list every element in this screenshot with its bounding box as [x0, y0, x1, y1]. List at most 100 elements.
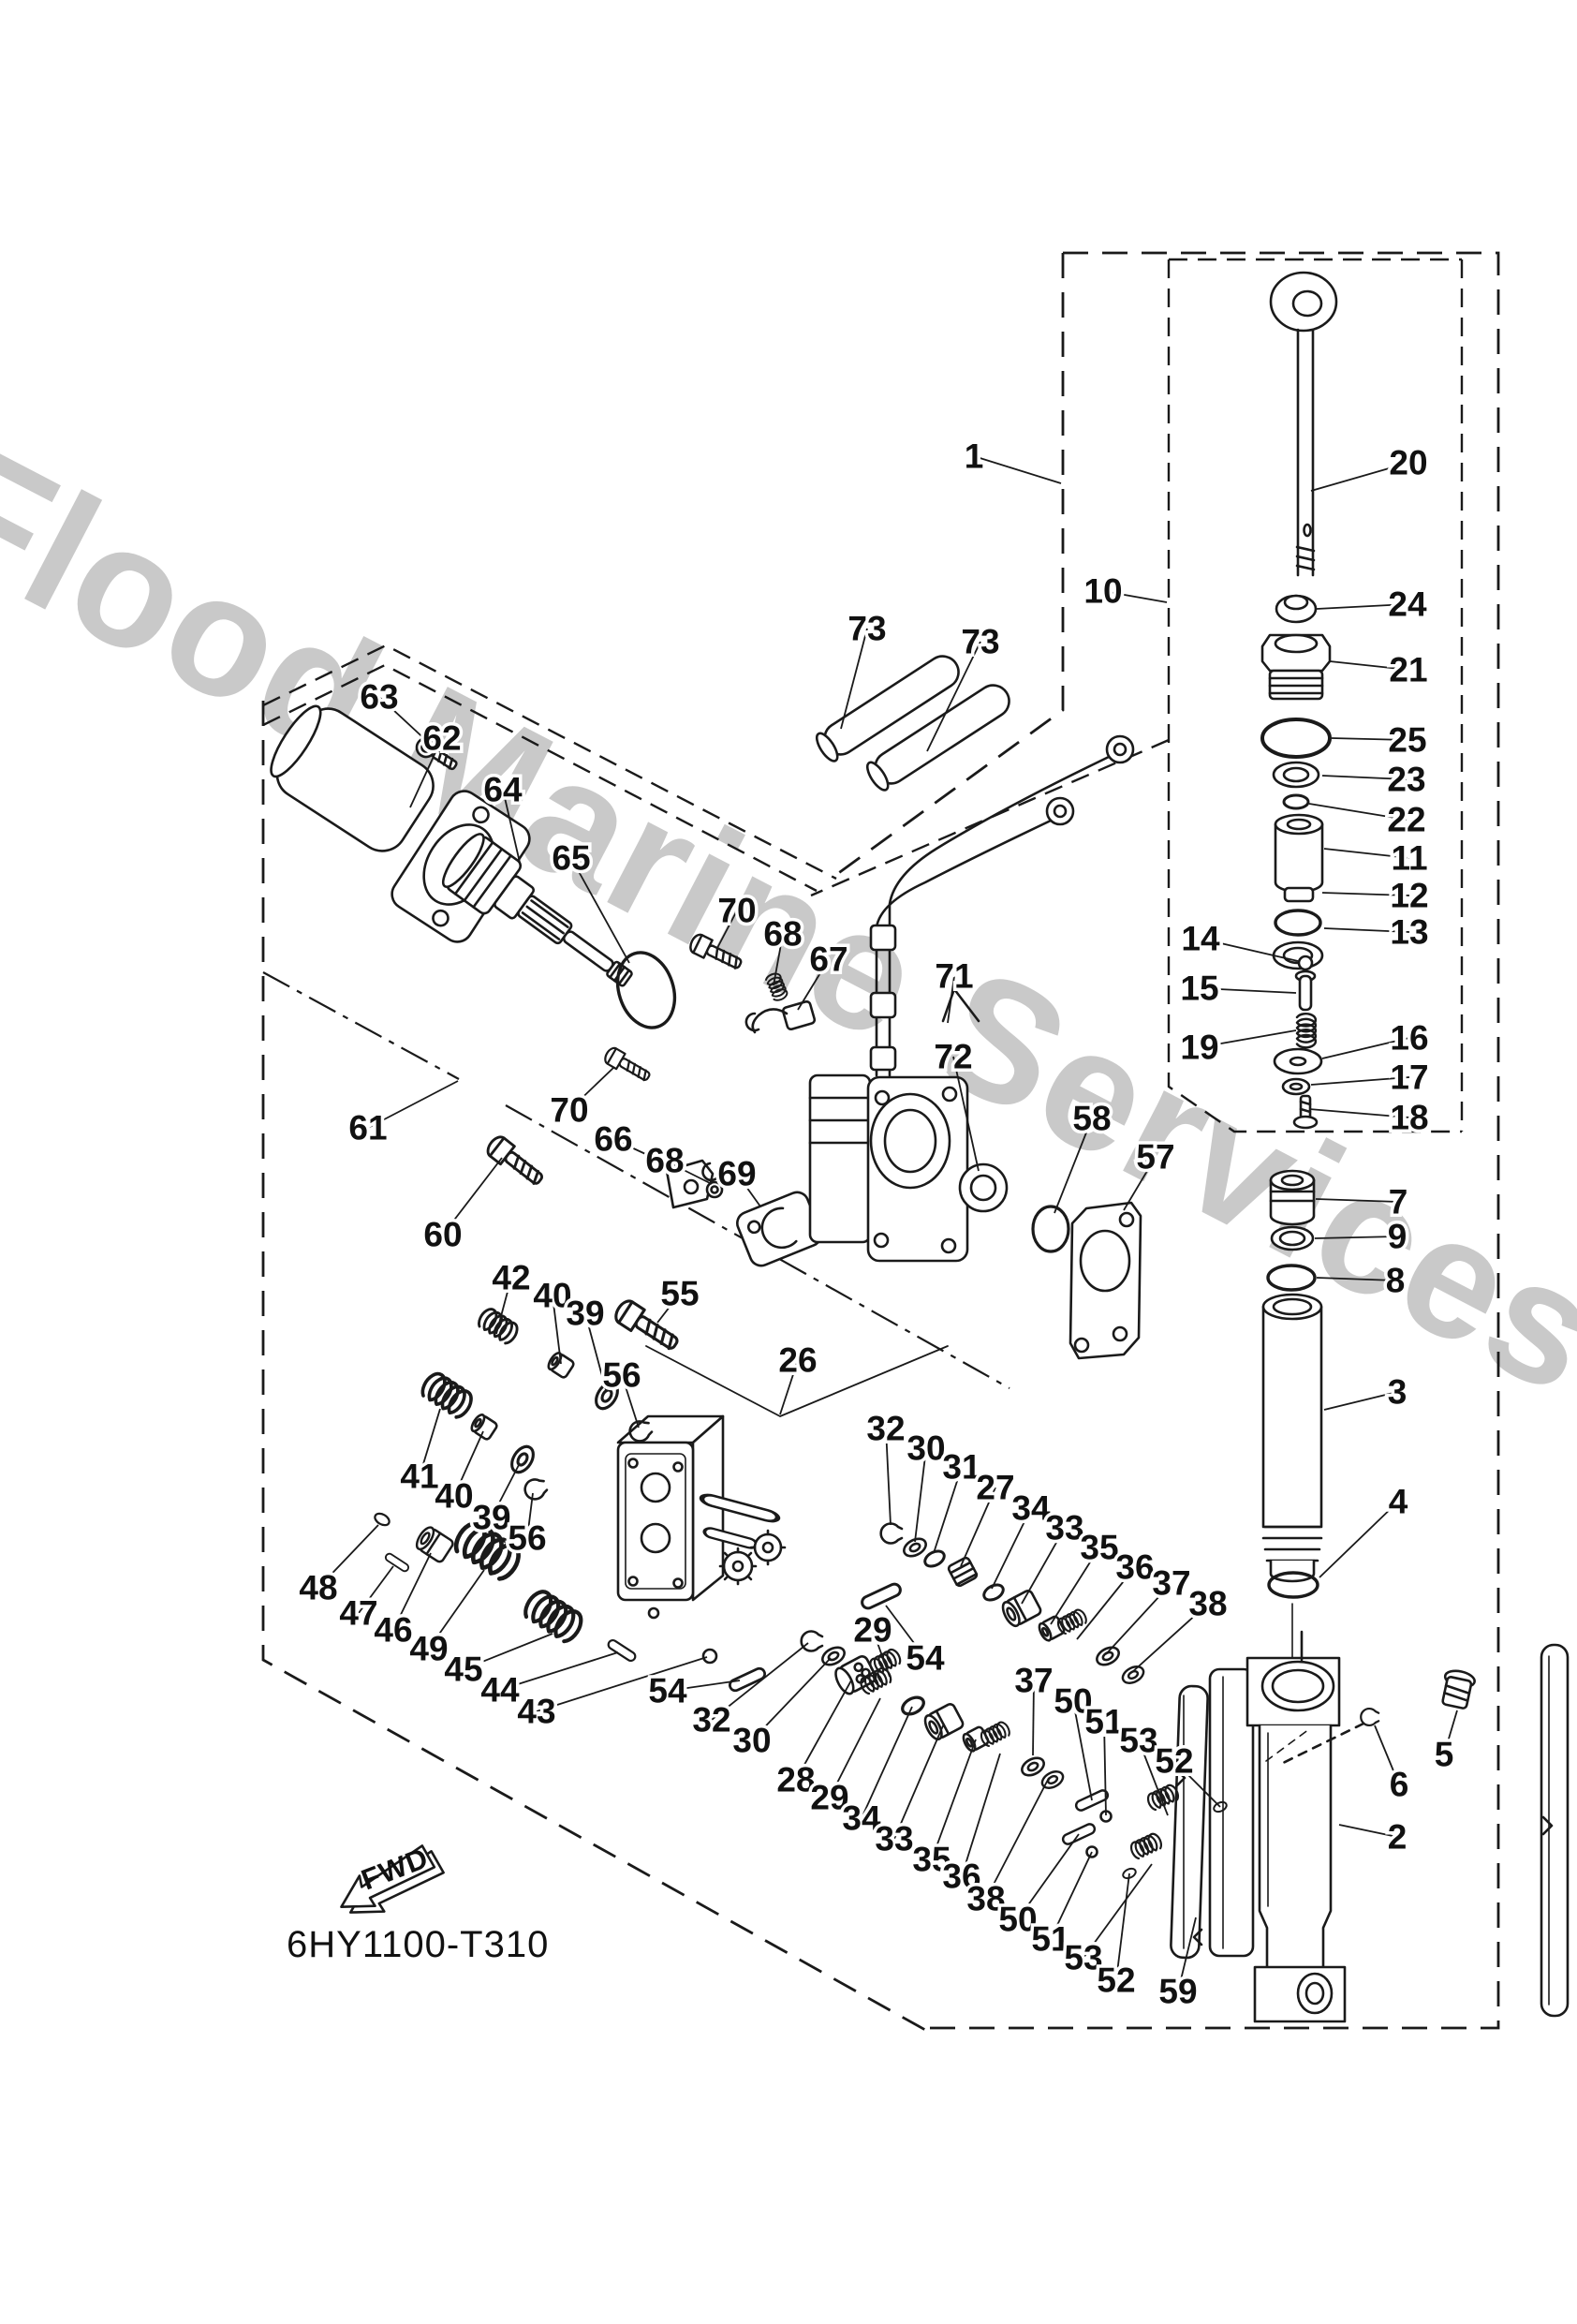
circlip-32b — [800, 1630, 824, 1652]
leader-line-55 — [656, 1293, 681, 1324]
callout-16: 16 — [1390, 1019, 1428, 1058]
callout-49: 49 — [409, 1630, 448, 1668]
ball-14 — [1297, 955, 1314, 971]
callout-9: 9 — [1388, 1218, 1408, 1256]
leader-line-21 — [1329, 660, 1409, 671]
callout-52: 52 — [1097, 1961, 1135, 2000]
callout-39: 39 — [566, 1295, 604, 1333]
callout-42: 42 — [492, 1259, 530, 1297]
callout-4: 4 — [1389, 1483, 1408, 1521]
callout-24: 24 — [1388, 585, 1427, 624]
leader-line-36 — [1076, 1566, 1136, 1640]
leader-line-65 — [570, 857, 630, 964]
washer-37a — [1092, 1642, 1124, 1670]
callout-23: 23 — [1387, 761, 1425, 799]
leader-line-7 — [1315, 1198, 1399, 1203]
callout-35: 35 — [912, 1841, 951, 1879]
fwd-arrow-icon: FWD — [340, 1841, 445, 1914]
callout-68: 68 — [645, 1142, 684, 1180]
leader-line-42 — [495, 1277, 512, 1335]
leader-line-67 — [797, 958, 830, 1011]
callout-28: 28 — [776, 1761, 815, 1799]
leader-line-34 — [861, 1706, 913, 1819]
callout-39: 39 — [472, 1499, 510, 1537]
callout-30: 30 — [906, 1429, 945, 1468]
callout-72: 72 — [934, 1038, 972, 1076]
cylinder-3 — [1261, 1293, 1323, 1676]
leader-line-40 — [453, 1430, 484, 1497]
leader-line-64 — [502, 789, 522, 867]
washer-37b — [1017, 1753, 1049, 1781]
e-ring-56b — [521, 1474, 551, 1503]
leader-line-44 — [499, 1651, 619, 1691]
callout-66: 66 — [594, 1120, 632, 1159]
leader-line-66 — [612, 1138, 683, 1172]
pin-15 — [1294, 970, 1317, 1012]
pin-44 — [605, 1637, 639, 1664]
leader-line-61 — [367, 1080, 459, 1129]
callout-64: 64 — [483, 771, 523, 809]
callout-50: 50 — [1054, 1682, 1092, 1721]
leader-line-32 — [885, 1428, 892, 1526]
battery-cable — [869, 734, 1135, 1077]
leader-line-51 — [1050, 1851, 1093, 1940]
leader-line-35 — [1050, 1547, 1100, 1625]
callout-70: 70 — [550, 1091, 588, 1130]
o-ring-8 — [1266, 1264, 1317, 1292]
leader-line-34 — [991, 1507, 1032, 1590]
leader-line-70 — [716, 910, 738, 949]
leader-line-17 — [1310, 1076, 1410, 1086]
callout-70: 70 — [717, 892, 756, 930]
leader-line-56 — [621, 1374, 640, 1428]
plug-27 — [947, 1556, 979, 1588]
leader-line-29 — [872, 1629, 891, 1678]
leader-line-56 — [526, 1492, 534, 1539]
pump-body-71 — [808, 987, 980, 1263]
bracket-59b — [1540, 1643, 1570, 2018]
callout-71: 71 — [935, 957, 973, 996]
callout-69: 69 — [717, 1155, 756, 1193]
leader-line-54 — [667, 1680, 741, 1692]
leader-line-46 — [392, 1552, 432, 1631]
leader-line-58 — [1054, 1118, 1093, 1214]
callout-8: 8 — [1386, 1262, 1406, 1300]
leader-line-26 — [779, 1359, 799, 1415]
valve-piston-33b — [921, 1701, 966, 1743]
leader-line-31 — [933, 1466, 963, 1554]
leader-line-25 — [1331, 737, 1408, 741]
callout-67: 67 — [809, 940, 847, 979]
callout-53: 53 — [1119, 1722, 1157, 1760]
callout-32: 32 — [692, 1701, 730, 1739]
valve-block-26 — [616, 1414, 787, 1620]
leader-line-15 — [1199, 987, 1297, 994]
leader-line-57 — [1123, 1156, 1157, 1211]
leader-line-43 — [536, 1656, 708, 1712]
callout-13: 13 — [1390, 913, 1428, 952]
leader-line-47 — [358, 1565, 394, 1614]
callout-19: 19 — [1180, 1029, 1218, 1067]
o-ring-65 — [615, 951, 677, 1029]
leader-line-62 — [409, 737, 443, 808]
callout-29: 29 — [853, 1611, 892, 1650]
callout-63: 63 — [360, 678, 398, 717]
callout-32: 32 — [866, 1410, 905, 1448]
callout-37: 37 — [1014, 1662, 1053, 1700]
leader-line-69 — [736, 1173, 761, 1207]
leader-line-51 — [1103, 1721, 1107, 1816]
callout-73: 73 — [847, 610, 886, 648]
callout-41: 41 — [400, 1458, 438, 1496]
callout-6: 6 — [1390, 1766, 1409, 1804]
callout-33: 33 — [1045, 1509, 1083, 1547]
leader-line-53 — [1138, 1739, 1169, 1816]
leader-line-70 — [568, 1067, 614, 1111]
leader-line-50 — [1072, 1700, 1093, 1801]
leader-line-30 — [751, 1657, 832, 1741]
callout-68: 68 — [763, 915, 802, 954]
callout-40: 40 — [435, 1477, 473, 1516]
brush-holder-66 — [665, 1159, 721, 1209]
callout-33: 33 — [875, 1820, 913, 1858]
circlip-32a — [879, 1522, 904, 1545]
leader-line-63 — [378, 696, 432, 746]
screw-70b — [601, 1044, 655, 1087]
